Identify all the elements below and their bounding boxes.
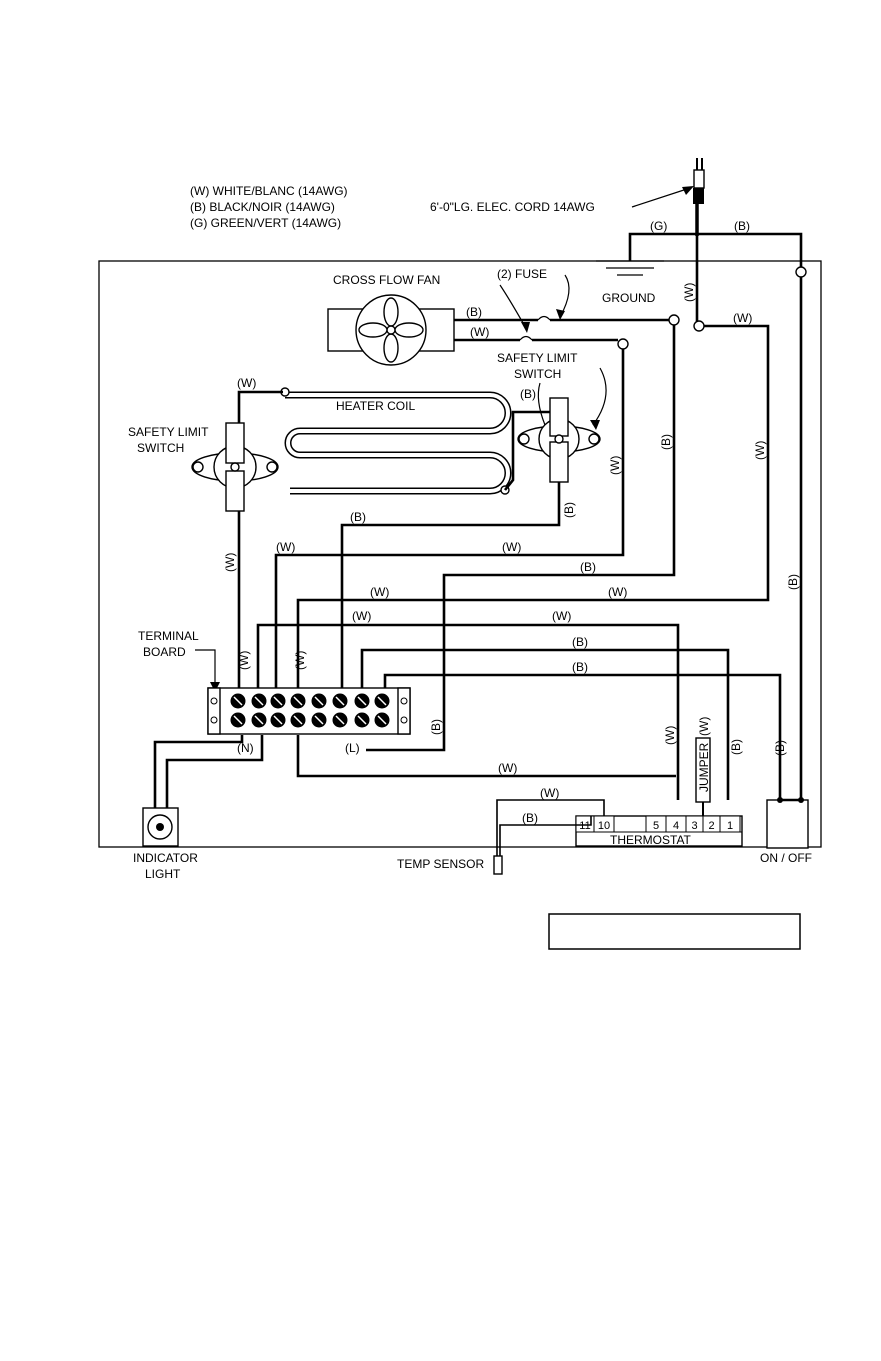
temp-sensor-label: TEMP SENSOR [397,857,484,871]
cord-label: 6'-0"LG. ELEC. CORD 14AWG [430,200,595,214]
safety-limit-switch-right: SAFETY LIMIT SWITCH [497,351,607,483]
ground-symbol: GROUND [596,260,664,305]
wire-label-b-525: (B) [350,510,366,524]
power-cord: 6'-0"LG. ELEC. CORD 14AWG [430,158,705,236]
terminal-board-label-2: BOARD [143,645,186,659]
wire-label-w-623: (W) [608,456,622,475]
wire-label-w-jumper: (W) [697,717,711,736]
wire-label-b-675: (B) [572,660,588,674]
fuse-label: (2) FUSE [497,267,547,281]
wire-label-b-444: (B) [429,719,443,735]
wire-label-w-555b: (W) [276,540,295,554]
thermostat-terminal-number: 1 [727,820,733,832]
wire-legend: (W) WHITE/BLANC (14AWG) (B) BLACK/NOIR (… [190,184,348,230]
wire-label-b-right: (B) [786,574,800,590]
heater-coil-label: HEATER COIL [336,399,415,413]
wire-label-w-555: (W) [502,540,521,554]
wire-label-b-780: (B) [773,740,787,756]
wire-label-w-625b: (W) [552,609,571,623]
terminal-board: TERMINAL BOARD [138,629,411,735]
safety-limit-left-label-1: SAFETY LIMIT [128,425,209,439]
thermostat-terminal-number: 5 [653,820,659,832]
cross-flow-fan: CROSS FLOW FAN [327,273,455,366]
wire-label-w-left: (W) [237,651,251,670]
temp-sensor: (W) (B) TEMP SENSOR [397,786,605,875]
indicator-label-2: LIGHT [145,867,181,881]
wire-label-w-239: (W) [223,553,237,572]
terminal-mount-hole [400,716,408,724]
thermostat-terminal-number: 3 [691,820,697,832]
wire-label-w-776: (W) [498,761,517,775]
jumper: JUMPER (W) [695,717,711,816]
terminal-mount-hole [210,716,218,724]
on-off-switch: ON / OFF [760,797,812,865]
wire-label-b-674: (B) [659,434,673,450]
terminal-mount-hole [400,697,408,705]
wire-label-b-coil: (B) [520,387,536,401]
wire-label-b-728: (B) [729,739,743,755]
thermostat-terminal-cell [719,815,741,833]
thermostat-terminal-number: 2 [708,820,714,832]
safety-limit-switch-left: SAFETY LIMIT SWITCH [128,422,279,512]
thermostat-terminal-number: 10 [598,820,610,832]
line-label: (L) [345,741,360,755]
ground-label: GROUND [602,291,656,305]
wire-label-w-top: (W) [733,311,752,325]
wire-label-w-600b: (W) [370,585,389,599]
legend-black: (B) BLACK/NOIR (14AWG) [190,200,335,214]
caption-box [548,913,801,950]
wire-label-b-sensor: (B) [522,811,538,825]
wire-label-w-cord: (W) [682,283,696,302]
legend-green: (G) GREEN/VERT (14AWG) [190,216,341,230]
wire-label-w-fan: (W) [470,325,489,339]
fan-label: CROSS FLOW FAN [333,273,440,287]
heater-coil: HEATER COIL [280,387,512,495]
thermostat-label: THERMOSTAT [610,833,692,847]
wire-label-w-mid: (W) [293,651,307,670]
wire-label-b-559: (B) [562,502,576,518]
neutral-label: (N) [237,741,254,755]
wire-label-w-right: (W) [753,441,767,460]
enclosure-outline [98,260,822,848]
indicator-light: INDICATOR LIGHT [133,807,198,881]
thermostat-terminal-number: 11 [579,820,590,832]
wire-label-w-625a: (W) [352,609,371,623]
wire-label-w-678: (W) [663,726,677,745]
safety-limit-right-label-1: SAFETY LIMIT [497,351,578,365]
wire-label-w-sensor: (W) [540,786,559,800]
terminal-board-label-1: TERMINAL [138,629,199,643]
indicator-label-1: INDICATOR [133,851,198,865]
wire-label-b: (B) [734,219,750,233]
wire-label-g: (G) [650,219,667,233]
wire-label-b-fan: (B) [466,305,482,319]
legend-white: (W) WHITE/BLANC (14AWG) [190,184,348,198]
wire-label-w-coil: (W) [237,376,256,390]
wire-label-w-600: (W) [608,585,627,599]
safety-limit-right-label-2: SWITCH [514,367,561,381]
safety-limit-left-label-2: SWITCH [137,441,184,455]
thermostat-terminal-number: 4 [673,820,679,832]
wire-label-b-575: (B) [580,560,596,574]
on-off-label: ON / OFF [760,851,812,865]
terminal-mount-hole [210,697,218,705]
jumper-label: JUMPER [697,742,711,792]
wire-label-b-650: (B) [572,635,588,649]
